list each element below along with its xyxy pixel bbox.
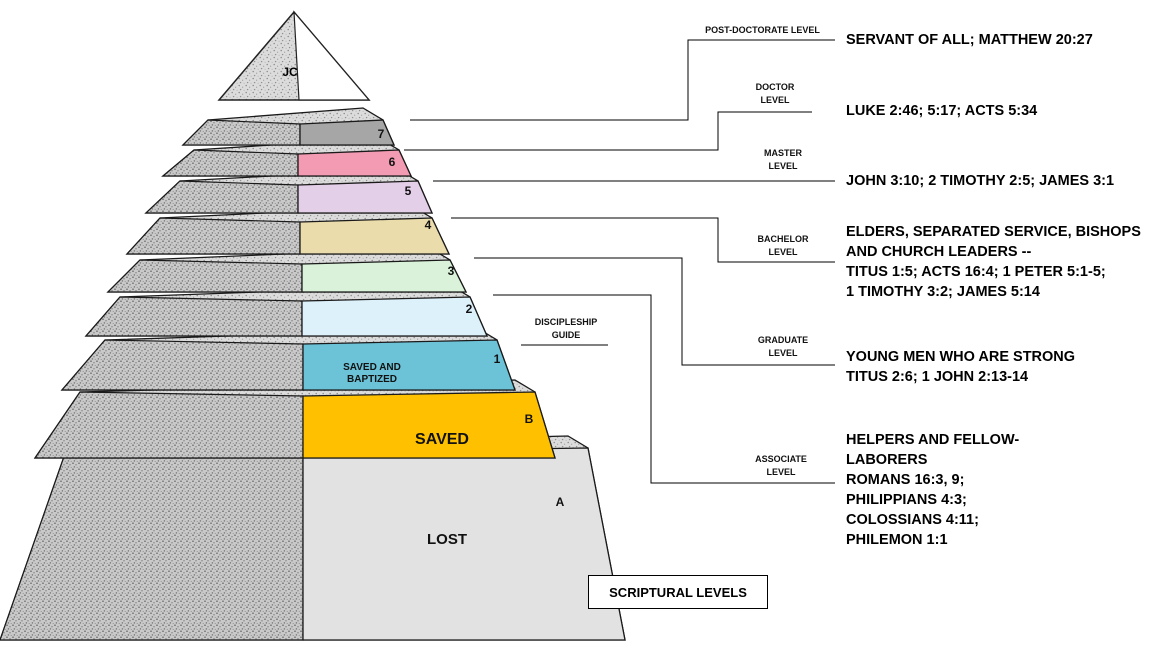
tier-color-face [299,217,451,255]
tier-marker: 1 [494,352,501,366]
tier-a: A LOST [0,435,626,641]
tier-left-face [0,447,304,641]
tier-color-face [301,296,488,337]
tier-color-face [297,180,433,214]
doctor-level-label: DOCTOR LEVEL [755,82,795,105]
master-reference: JOHN 3:10; 2 TIMOTHY 2:5; JAMES 3:1 [846,173,1115,189]
apex-label: JC [282,65,298,79]
bachelor-connector-line [451,217,835,263]
associate-connector-line [493,294,835,484]
tier-color-face [302,339,516,391]
tier-left-face [181,119,301,146]
post-doctorate-connector-line [410,39,835,121]
discipleship-guide-label: DISCIPLESHIP GUIDE [534,317,598,340]
doctor-connector-line [404,111,812,151]
tier-left-face [144,180,299,214]
tier-marker: 5 [405,184,412,198]
doctor-reference: LUKE 2:46; 5:17; ACTS 5:34 [846,103,1038,119]
tier-color-face [299,119,395,146]
master-level-label: MASTER LEVEL [764,148,802,171]
post-doctorate-level-label: POST-DOCTORATE LEVEL [705,25,820,35]
tier-b: B SAVED [33,379,556,459]
tier-left-face [161,149,299,177]
tier-left-face [84,296,303,337]
tier-3: 3 [106,247,468,293]
tier-marker: 2 [466,302,473,316]
tier-label: SAVED AND [343,362,401,373]
graduate-reference: YOUNG MEN WHO ARE STRONG TITUS 2:6; 1 JO… [846,349,1076,385]
tier-marker: 4 [425,218,432,232]
tier-color-face [301,259,468,293]
graduate-connector-line [474,257,835,366]
apex-pyramid: JC [217,10,371,101]
tier-4: 4 [125,205,451,255]
tier-5: 5 [144,168,433,214]
bachelor-level-label: BACHELOR LEVEL [757,234,809,257]
tier-6: 6 [161,137,413,177]
tier-label: SAVED [415,431,469,448]
tier-left-face [106,259,303,293]
tier-7: 7 [181,107,395,146]
tier-label: BAPTIZED [347,374,397,385]
level-connector-lines [404,39,835,484]
tier-left-face [125,217,301,255]
legend-box: SCRIPTURAL LEVELS [588,575,768,609]
tier-color-face [297,149,413,177]
tier-marker: 3 [448,264,455,278]
legend-label: SCRIPTURAL LEVELS [609,584,747,600]
tier-marker: 7 [378,127,385,141]
associate-level-label: ASSOCIATE LEVEL [755,454,807,477]
bachelor-reference: ELDERS, SEPARATED SERVICE, BISHOPS AND C… [846,224,1141,300]
tier-color-face [302,391,556,459]
tier-marker: B [525,412,534,426]
graduate-level-label: GRADUATE LEVEL [757,335,809,358]
tier-marker: A [556,495,565,509]
tier-left-face [33,391,304,459]
tier-marker: 6 [389,155,396,169]
tier-label: LOST [427,531,467,548]
tier-2: 2 [84,284,488,337]
post-doctorate-reference: SERVANT OF ALL; MATTHEW 20:27 [846,32,1093,48]
tier-left-face [60,339,304,391]
associate-reference: HELPERS AND FELLOW- LABORERS ROMANS 16:3… [846,432,1020,548]
